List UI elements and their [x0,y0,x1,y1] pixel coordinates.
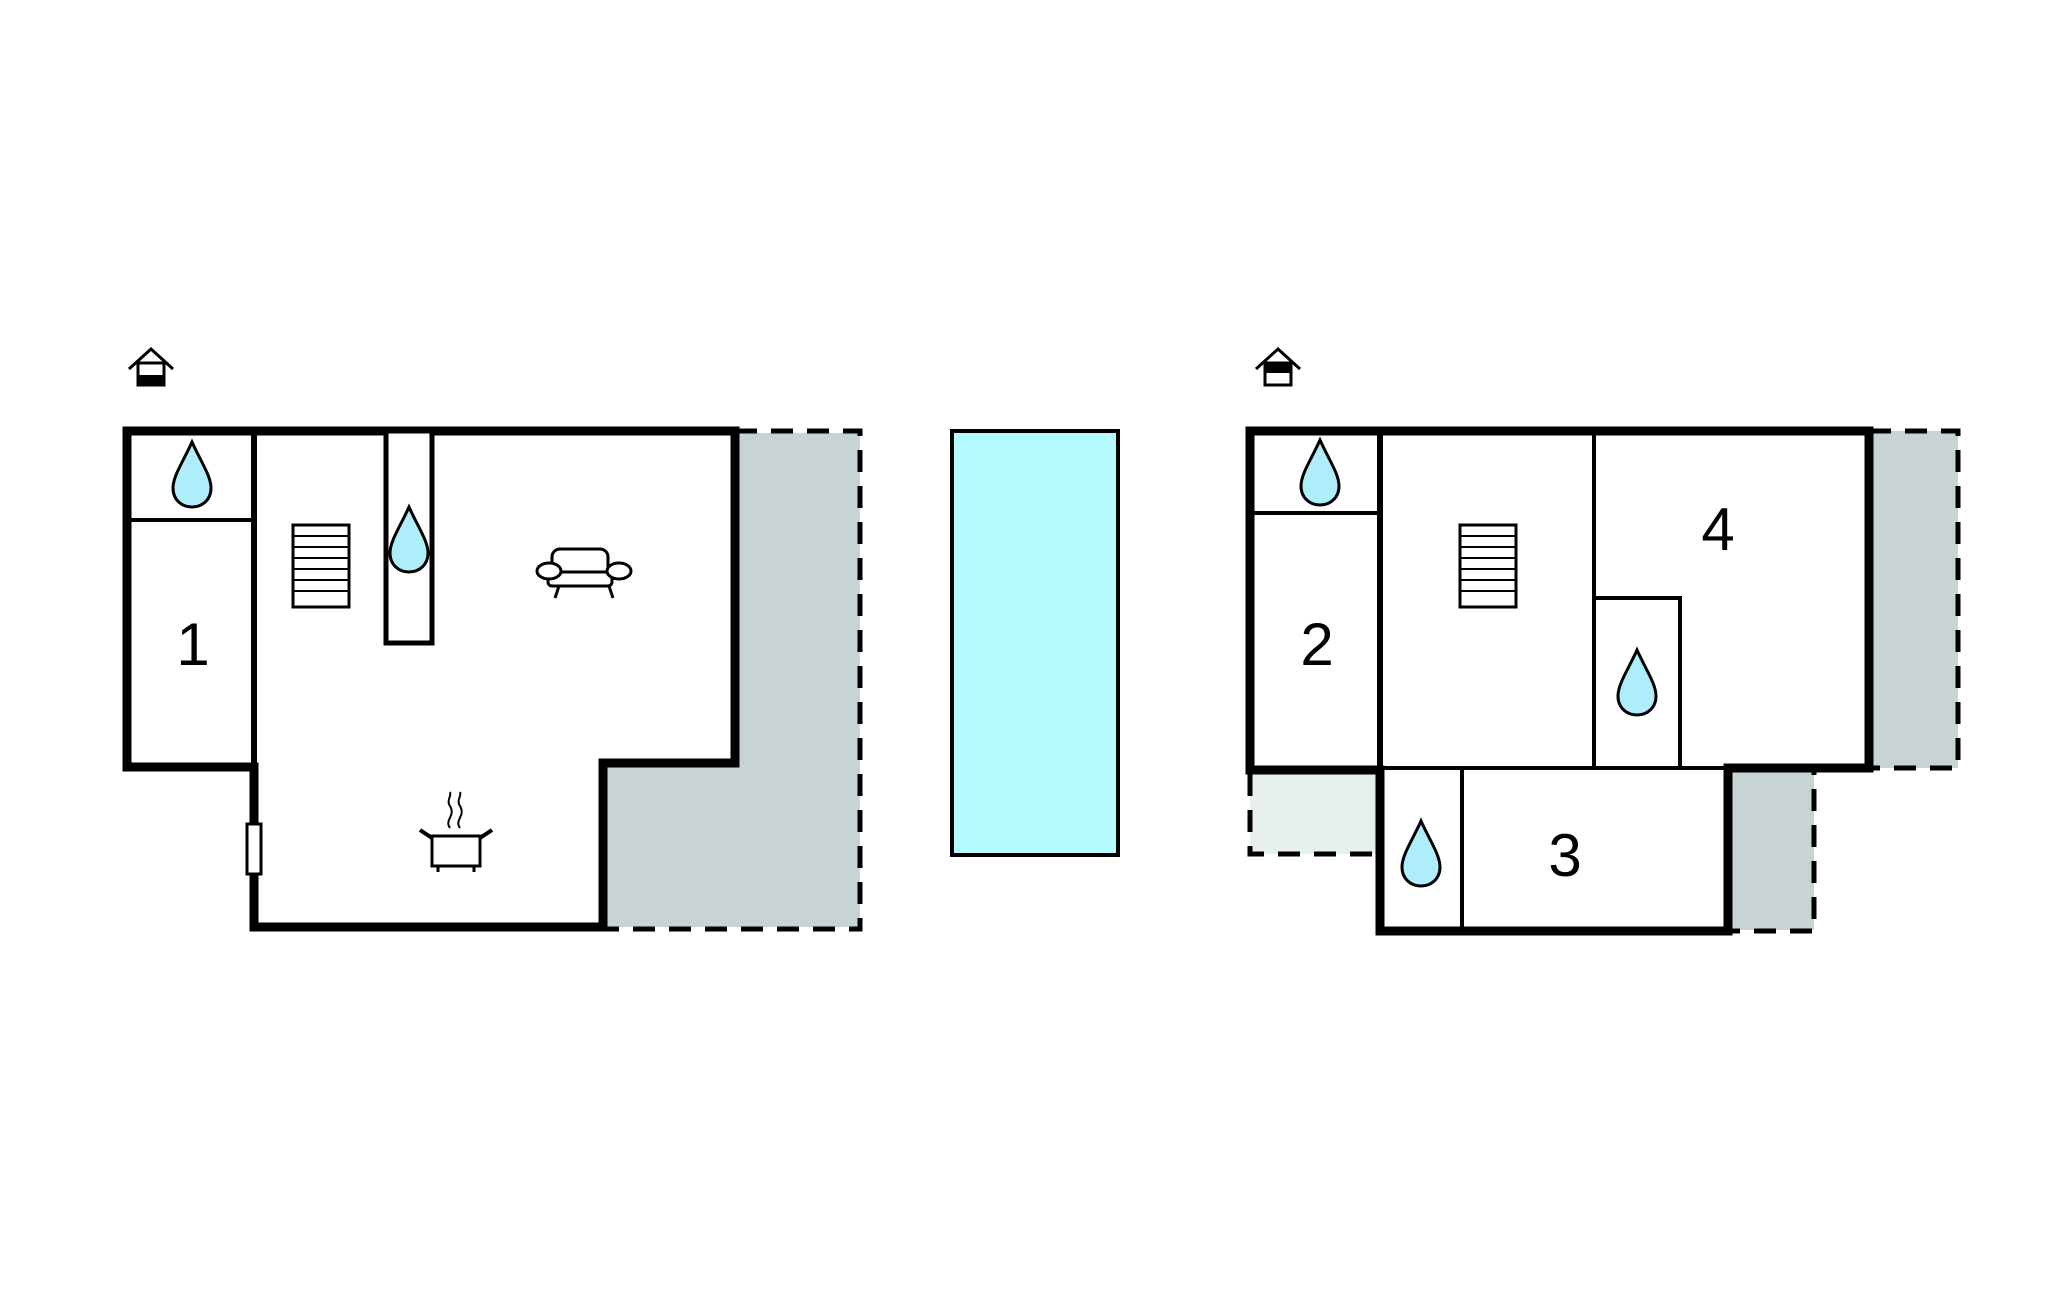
stairs-icon [291,523,351,609]
stairs-icon [1458,523,1518,609]
sofa-icon [535,547,633,599]
room-number: 2 [1300,611,1333,678]
first-floor-outer-wall [1245,426,1874,936]
ground-floor-icon [127,346,175,387]
cooking-pot-icon [418,791,494,872]
upper-floor-icon [1254,346,1302,387]
terrace-light [1250,774,1377,854]
terrace [603,433,860,927]
inner-wall [1594,596,1682,768]
terrace-outline [1247,774,1377,857]
ground-floor-outer-wall [122,426,740,932]
water-drop-icon [171,440,213,509]
room-number: 3 [1548,822,1581,889]
water-drop-icon [1299,438,1341,507]
terrace [1728,767,1814,930]
door-icon [245,822,263,876]
room-number: 1 [176,611,209,678]
water-drop-icon [1616,648,1658,717]
water-drop-icon [1400,819,1442,888]
pool [950,429,1120,857]
terrace-outline [603,428,863,932]
room-number: 4 [1701,496,1734,563]
terrace [1869,431,1958,768]
terrace-outline [1869,428,1961,771]
ground-floor: 1 [122,346,863,932]
first-floor: 2 3 4 [1245,346,1961,936]
